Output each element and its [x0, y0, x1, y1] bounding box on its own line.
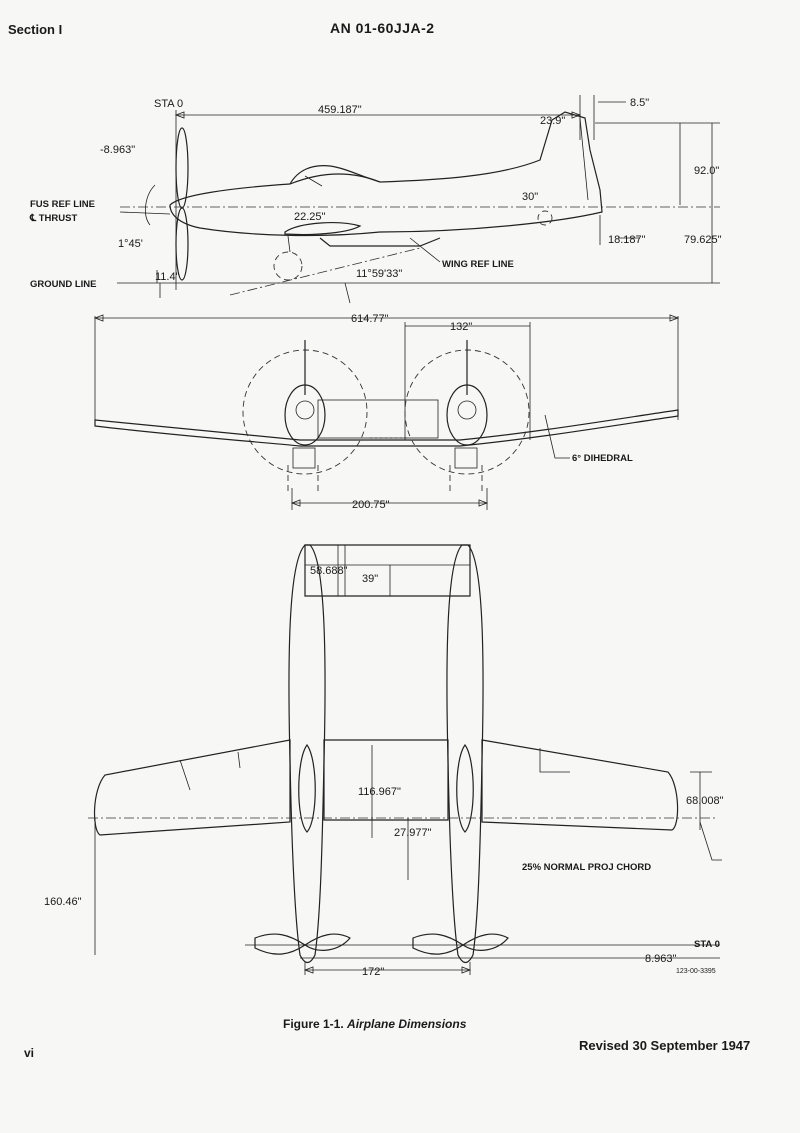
top-canopy-left: [298, 743, 316, 833]
figure-number: Figure 1-1.: [283, 1017, 344, 1031]
side-height-total: 79.625": [684, 234, 722, 246]
top-sta-label: STA 0: [694, 939, 720, 950]
side-wheel-height: 11.4": [155, 271, 180, 283]
top-fuselage-right: [446, 544, 484, 964]
top-chord-line-label: 25% NORMAL PROJ CHORD: [522, 862, 651, 873]
side-wing-ref-label: WING REF LINE: [442, 259, 514, 270]
top-nose-to-chord: 160.46": [44, 896, 82, 908]
top-horizontal-stabilizer: [304, 544, 471, 597]
top-drawing-number: 123-00-3395: [676, 968, 716, 975]
top-view: 58.688" 39" 116.967" 68.008" 27.977" 25%…: [44, 544, 724, 978]
top-wing-right: [481, 739, 679, 831]
front-span: 614.77": [351, 313, 389, 325]
side-landing-gear-wheel: [273, 251, 303, 281]
figure-caption: Figure 1-1. Airplane Dimensions: [283, 1017, 466, 1031]
side-wing-incidence: 22.25": [294, 211, 326, 223]
top-fuselage-spacing: 172": [362, 966, 384, 978]
side-thrust-label: ℄ THRUST: [29, 213, 77, 224]
side-propeller-upper: [175, 127, 189, 209]
top-nose-offset: 8.963": [645, 953, 677, 965]
front-wing-outline: [94, 409, 679, 447]
side-tail-offset: 8.5": [630, 97, 649, 109]
front-prop-spacing: 132": [450, 321, 472, 333]
figure-title: Airplane Dimensions: [347, 1017, 467, 1031]
page-number: vi: [24, 1046, 35, 1060]
side-tail-top: 23.9": [540, 115, 565, 127]
document-number: AN 01-60JJA-2: [330, 20, 435, 36]
front-dihedral: 6° DIHEDRAL: [572, 453, 633, 464]
top-tip-chord: 68.008": [686, 795, 724, 807]
front-view: 614.77" 132" 6° DIHEDRAL 200.75": [93, 313, 680, 511]
top-canopy-right: [456, 743, 474, 833]
top-elev-chord: 39": [362, 573, 378, 585]
side-wing-ref-line: [229, 247, 421, 296]
top-wing-left: [93, 739, 291, 836]
revision-date: Revised 30 September 1947: [579, 1038, 751, 1053]
side-view: STA 0 459.187" 8.5" 23.9" -8.963" 92.0" …: [29, 95, 722, 304]
side-height-upper: 92.0": [694, 165, 719, 177]
front-wheel-track: 200.75": [352, 499, 390, 511]
section-label: Section I: [8, 22, 63, 37]
side-canopy: [289, 165, 381, 185]
side-fus-ref-line: FUS REF LINE: [30, 199, 95, 210]
side-wing-section: [284, 222, 362, 236]
side-sta-label: STA 0: [154, 98, 183, 110]
side-thrust-angle: 1°45': [118, 238, 143, 250]
side-ground-angle: 11°59'33": [356, 268, 402, 280]
top-chord-offset: 27.977": [394, 827, 432, 839]
top-fuselage-left: [288, 544, 326, 964]
side-fuselage-outline: [169, 111, 603, 237]
side-overall-length: 459.187": [318, 104, 362, 116]
top-stab-chord: 58.688": [310, 565, 348, 577]
side-tail-wheel: 18.187": [608, 234, 646, 246]
side-nose-offset: -8.963": [100, 144, 135, 156]
side-ground-line-label: GROUND LINE: [30, 279, 97, 290]
top-center-chord: 116.967": [358, 786, 401, 798]
side-propeller-lower: [175, 207, 189, 281]
side-tail-angle: 30": [522, 191, 538, 203]
